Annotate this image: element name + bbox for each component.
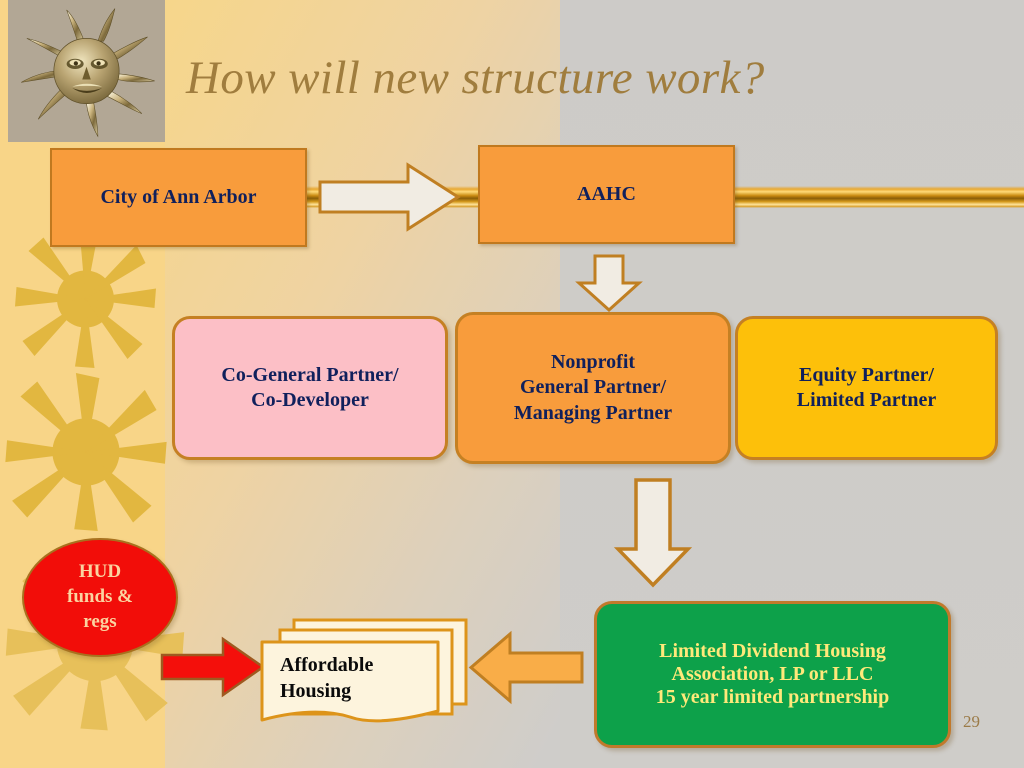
gold-connector-band-right [722,186,1024,208]
decorative-sun-icon-top [15,230,156,368]
node-affordable-housing[interactable]: Affordable Housing [258,616,470,728]
node-affordable-housing-label: Affordable Housing [280,652,430,705]
node-city-label: City of Ann Arbor [100,186,257,208]
partners-to-ldha-arrow-icon [613,478,693,588]
node-affordable-housing-line1: Affordable [280,654,374,676]
city-to-aahc-arrow-icon [318,162,461,232]
node-ldha-line3: 15 year limited partnership [655,686,890,708]
node-co-general-partner-label: Co-General Partner/ Co-Developer [221,363,398,413]
decorative-sun-icon-middle [5,373,167,531]
node-nonprofit-line3: Managing Partner [513,401,673,424]
node-nonprofit-line2: General Partner/ [519,376,667,399]
node-hud-funds-and-regs[interactable]: HUD funds & regs [22,538,178,657]
node-city-of-ann-arbor[interactable]: City of Ann Arbor [50,148,307,247]
node-ldha-label: Limited Dividend Housing Association, LP… [656,640,890,709]
node-equity-line1: Equity Partner/ [799,363,934,386]
node-equity-line2: Limited Partner [796,389,937,411]
page-number: 29 [963,712,980,731]
node-hud-label: HUD funds & regs [67,560,133,634]
node-aahc-label: AAHC [577,183,636,205]
node-equity-partner[interactable]: Equity Partner/ Limited Partner [735,316,998,460]
aahc-to-partners-arrow-icon [575,254,643,313]
node-limited-dividend-housing-association[interactable]: Limited Dividend Housing Association, LP… [594,601,951,748]
node-aahc[interactable]: AAHC [478,145,735,244]
node-ldha-line2: Association, LP or LLC [671,663,874,685]
node-co-general-partner-line1: Co-General Partner/ [221,363,399,386]
node-nonprofit-line1: Nonprofit [550,351,636,374]
node-co-general-partner-line2: Co-Developer [251,389,369,411]
node-hud-line1: HUD [78,561,122,583]
ldha-to-housing-arrow-icon [468,630,584,705]
logo-tile [8,0,165,142]
node-ldha-line1: Limited Dividend Housing [659,640,886,662]
node-affordable-housing-line2: Housing [280,680,352,703]
node-nonprofit-general-partner[interactable]: Nonprofit General Partner/ Managing Part… [455,312,731,464]
stacked-documents-icon [260,618,468,723]
node-nonprofit-general-partner-label: Nonprofit General Partner/ Managing Part… [514,350,672,426]
node-equity-partner-label: Equity Partner/ Limited Partner [797,363,936,413]
metallic-sun-face-logo-icon [21,8,155,138]
node-hud-line2: funds & [67,586,133,608]
hud-to-housing-arrow-icon [160,636,266,698]
node-co-general-partner[interactable]: Co-General Partner/ Co-Developer [172,316,448,460]
page-title: How will new structure work? [186,52,765,104]
node-hud-line3: regs [83,610,117,632]
